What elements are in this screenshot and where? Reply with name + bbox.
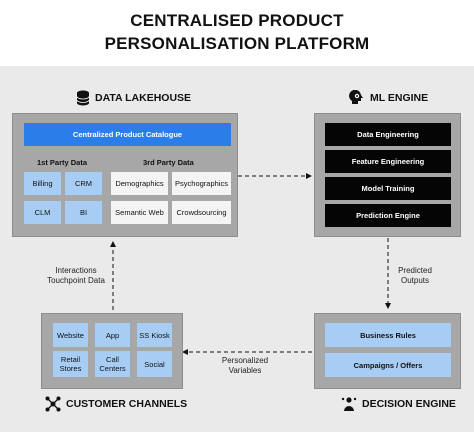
ml-engine-heading: ML ENGINE (349, 90, 428, 106)
customer-channels-heading: CUSTOMER CHANNELS (45, 396, 187, 412)
ml-step-prediction-engine[interactable]: Prediction Engine (325, 204, 451, 227)
network-icon (45, 396, 61, 412)
channel-retail-stores[interactable]: Retail Stores (53, 351, 88, 377)
first-party-crm[interactable]: CRM (65, 172, 102, 195)
database-icon (76, 90, 90, 106)
customer-channels-title: CUSTOMER CHANNELS (66, 398, 188, 410)
first-party-bi[interactable]: BI (65, 201, 102, 224)
data-lakehouse-title: DATA LAKEHOUSE (95, 92, 192, 104)
first-party-clm[interactable]: CLM (24, 201, 61, 224)
first-party-label: 1st Party Data (37, 158, 88, 167)
decision-engine-heading: DECISION ENGINE (341, 396, 456, 412)
channel-app[interactable]: App (95, 323, 130, 347)
interactions-note: Interactions Touchpoint Data (38, 266, 114, 286)
personalized-note-line-2: Variables (228, 366, 262, 375)
ml-step-feature-engineering[interactable]: Feature Engineering (325, 150, 451, 173)
third-party-psychographics[interactable]: Psychographics (172, 172, 231, 195)
page-title-line-1: CENTRALISED PRODUCT (130, 11, 344, 30)
decision-engine-title: DECISION ENGINE (362, 398, 456, 410)
third-party-semantic-web[interactable]: Semantic Web (111, 201, 168, 224)
channel-ss-kiosk[interactable]: SS Kiosk (137, 323, 172, 347)
third-party-demographics[interactable]: Demographics (111, 172, 168, 195)
interactions-note-line-2: Touchpoint Data (47, 276, 105, 285)
predicted-note-line-2: Outputs (400, 276, 429, 285)
decision-campaigns-offers[interactable]: Campaigns / Offers (325, 353, 451, 377)
interactions-note-line-1: Interactions (55, 266, 97, 275)
ml-step-data-engineering[interactable]: Data Engineering (325, 123, 451, 146)
third-party-label: 3rd Party Data (143, 158, 194, 167)
personalized-variables-note: Personalized Variables (213, 356, 277, 376)
channel-website[interactable]: Website (53, 323, 88, 347)
brain-head-icon (349, 90, 365, 106)
predicted-outputs-note: Predicted Outputs (390, 266, 440, 286)
decision-business-rules[interactable]: Business Rules (325, 323, 451, 347)
channel-social[interactable]: Social (137, 351, 172, 377)
data-lakehouse-heading: DATA LAKEHOUSE (76, 90, 191, 106)
product-catalogue-bar[interactable]: Centralized Product Catalogue (24, 123, 231, 146)
personalized-note-line-1: Personalized (221, 356, 269, 365)
third-party-crowdsourcing[interactable]: Crowdsourcing (172, 201, 231, 224)
ml-engine-title: ML ENGINE (370, 92, 429, 104)
page-title-line-2: PERSONALISATION PLATFORM (104, 34, 370, 53)
channel-call-centers[interactable]: Call Centers (95, 351, 130, 377)
predicted-note-line-1: Predicted (398, 266, 432, 275)
first-party-billing[interactable]: Billing (24, 172, 61, 195)
decision-icon (341, 396, 357, 412)
ml-step-model-training[interactable]: Model Training (325, 177, 451, 200)
